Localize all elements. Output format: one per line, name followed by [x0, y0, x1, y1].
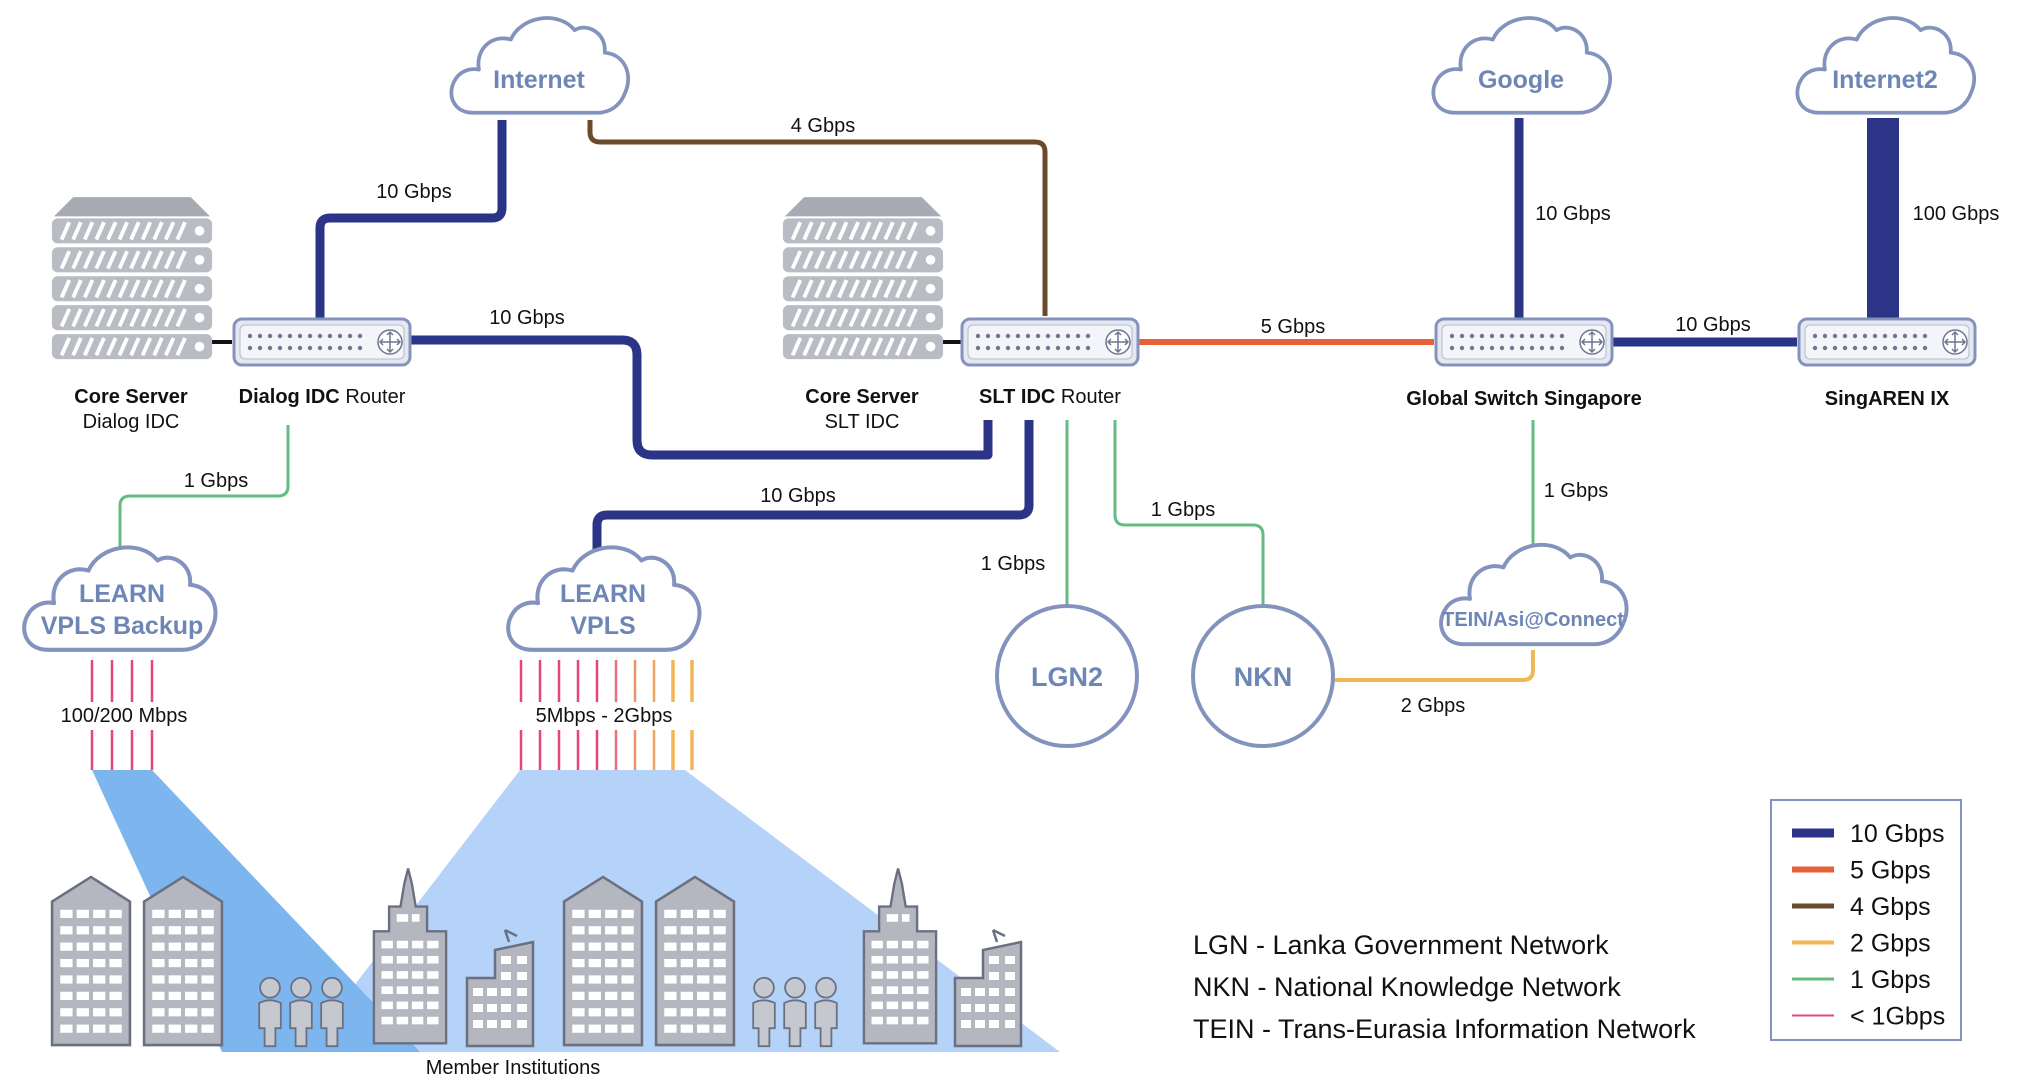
cloud-tein: TEIN/Asi@Connect [1441, 545, 1627, 644]
router-slt-label: SLT IDC Router [979, 386, 1121, 408]
link-internet-dialog [315, 120, 507, 320]
link-labels: 10 Gbps 4 Gbps 10 Gbps 5 Gbps 10 Gbps 10… [61, 115, 2000, 727]
legend: 10 Gbps 5 Gbps 4 Gbps 2 Gbps 1 Gbps < 1Gbps [1770, 799, 1962, 1041]
legend-label: 5 Gbps [1850, 857, 1931, 885]
cloud-learn-vpls-line2: VPLS [570, 612, 635, 640]
label-vpls-members: 5Mbps - 2Gbps [536, 705, 673, 727]
core-server-dialog: Core Server Dialog IDC [50, 195, 214, 433]
switch-global-label: Global Switch Singapore [1406, 388, 1642, 410]
cloud-tein-label: TEIN/Asi@Connect [1442, 609, 1624, 631]
cloud-internet2-label: Internet2 [1832, 66, 1938, 94]
legend-label: 4 Gbps [1850, 893, 1931, 921]
label-google-global: 10 Gbps [1535, 203, 1611, 225]
abbreviation-nkn: NKN - National Knowledge Network [1193, 972, 1621, 1002]
member-institutions: Member Institutions [50, 867, 1023, 1079]
vpls-feeders [519, 660, 694, 770]
label-slt-learn-vpls: 10 Gbps [760, 485, 836, 507]
switch-global: Global Switch Singapore [1406, 317, 1642, 410]
building-icon [50, 875, 132, 1047]
member-institutions-label: Member Institutions [426, 1057, 601, 1079]
abbreviation-lgn: LGN - Lanka Government Network [1193, 930, 1609, 960]
abbreviation-list: LGN - Lanka Government Network NKN - Nat… [1193, 930, 1696, 1044]
router-dialog: Dialog IDC Router [232, 317, 412, 408]
cloud-internet: Internet [451, 18, 628, 113]
label-slt-lgn2: 1 Gbps [981, 553, 1045, 575]
cloud-google: Google [1433, 18, 1610, 113]
legend-label: < 1Gbps [1850, 1003, 1945, 1031]
legend-item: 2 Gbps [1792, 930, 1931, 958]
legend-items: 10 Gbps 5 Gbps 4 Gbps 2 Gbps 1 Gbps < 1Gbps [1792, 820, 1945, 1031]
cloud-google-label: Google [1478, 66, 1564, 94]
node-nkn-label: NKN [1234, 662, 1293, 692]
label-global-singaren: 10 Gbps [1675, 314, 1751, 336]
link-nkn-tein [1333, 650, 1535, 682]
cloud-learn-backup-line1: LEARN [79, 580, 165, 608]
building-icon [142, 875, 224, 1047]
cloud-learn-vpls-line1: LEARN [560, 580, 646, 608]
abbreviation-tein: TEIN - Trans-Eurasia Information Network [1193, 1014, 1696, 1044]
switch-singaren: SingAREN IX [1797, 317, 1977, 410]
legend-item: 10 Gbps [1792, 820, 1945, 848]
legend-item: 4 Gbps [1792, 893, 1931, 921]
core-server-dialog-sub: Dialog IDC [83, 411, 180, 433]
core-server-dialog-title: Core Server [74, 386, 188, 408]
links [118, 118, 1899, 682]
cloud-internet2: Internet2 [1797, 18, 1974, 113]
building-icon [953, 928, 1023, 1048]
node-lgn2: LGN2 [995, 604, 1139, 748]
legend-label: 1 Gbps [1850, 966, 1931, 994]
legend-label: 2 Gbps [1850, 930, 1931, 958]
building-spire-icon [862, 867, 938, 1045]
node-lgn2-label: LGN2 [1031, 662, 1103, 692]
cloud-learn-backup-line2: VPLS Backup [41, 612, 204, 640]
building-icon [562, 875, 644, 1047]
label-dialog-slt: 10 Gbps [489, 307, 565, 329]
legend-item: 1 Gbps [1792, 966, 1931, 994]
router-slt: SLT IDC Router [960, 317, 1140, 408]
router-dialog-label: Dialog IDC Router [239, 386, 406, 408]
label-slt-nkn: 1 Gbps [1151, 499, 1215, 521]
label-internet-dialog: 10 Gbps [376, 181, 452, 203]
core-server-slt: Core Server SLT IDC [781, 195, 945, 433]
switch-singaren-label: SingAREN IX [1825, 388, 1950, 410]
building-icon [654, 875, 736, 1047]
cloud-learn-backup: LEARN VPLS Backup [24, 547, 215, 649]
label-global-tein: 1 Gbps [1544, 480, 1608, 502]
link-dialog-learn-backup [118, 425, 290, 548]
cloud-internet-label: Internet [493, 66, 585, 94]
node-nkn: NKN [1191, 604, 1335, 748]
core-server-slt-sub: SLT IDC [825, 411, 900, 433]
legend-label: 10 Gbps [1850, 820, 1945, 848]
label-nkn-tein: 2 Gbps [1401, 695, 1465, 717]
cloud-learn-vpls: LEARN VPLS [508, 547, 699, 649]
legend-item: 5 Gbps [1792, 857, 1931, 885]
backup-feeders [90, 660, 154, 770]
link-slt-learn-vpls [592, 420, 1034, 552]
label-dialog-learn-backup: 1 Gbps [184, 470, 248, 492]
label-internet2-singaren: 100 Gbps [1913, 203, 2000, 225]
label-backup-members: 100/200 Mbps [61, 705, 188, 727]
legend-item: < 1Gbps [1792, 1003, 1945, 1031]
link-dialog-slt [410, 335, 993, 460]
core-server-slt-title: Core Server [805, 386, 919, 408]
label-slt-global: 5 Gbps [1261, 316, 1325, 338]
label-internet-slt: 4 Gbps [791, 115, 855, 137]
link-slt-nkn [1113, 420, 1265, 605]
link-internet-slt [587, 120, 1048, 316]
